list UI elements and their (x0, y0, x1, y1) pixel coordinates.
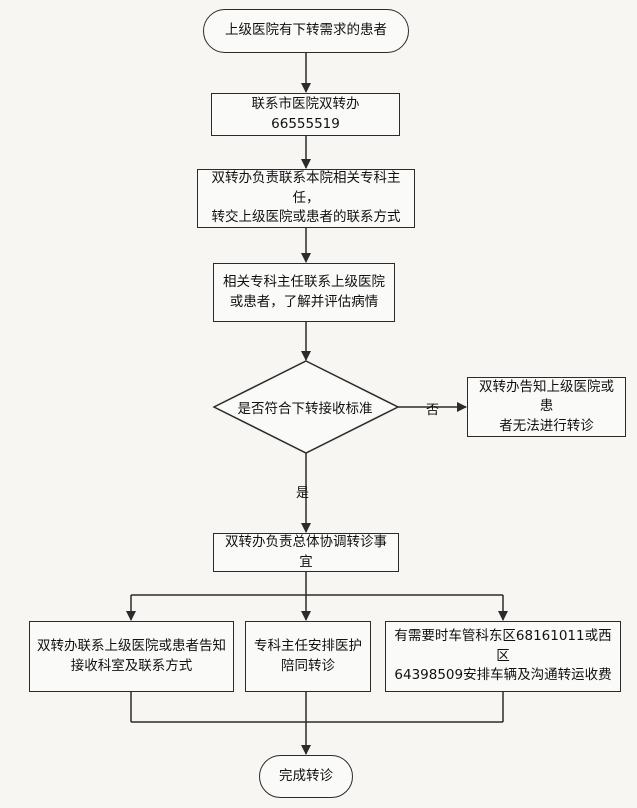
end-label: 完成转诊 (279, 767, 333, 784)
coordinate-label: 双转办负责总体协调转诊事宜 (225, 533, 387, 570)
no-edge-label: 否 (426, 403, 440, 418)
end-terminal: 完成转诊 (259, 755, 353, 798)
contact-office-label: 联系市医院双转办66555519 (251, 95, 360, 132)
branch-notify-box: 双转办联系上级医院或患者告知 接收科室及联系方式 (29, 621, 234, 692)
branch-escort-label: 专科主任安排医护 陪同转诊 (254, 637, 362, 674)
start-terminal: 上级医院有下转需求的患者 (203, 9, 409, 53)
decision-label: 是否符合下转接收标准 (237, 401, 373, 417)
branch-notify-label: 双转办联系上级医院或患者告知 接收科室及联系方式 (37, 637, 226, 674)
start-label: 上级医院有下转需求的患者 (225, 22, 387, 39)
yes-edge-label: 是 (296, 486, 310, 501)
contact-office-box: 联系市医院双转办66555519 (211, 93, 400, 136)
director-assess-box: 相关专科主任联系上级医院 或患者，了解并评估病情 (213, 263, 395, 322)
office-contact-director-label: 双转办负责联系本院相关专科主任， 转交上级医院或患者的联系方式 (211, 170, 401, 226)
reject-notice-label: 双转办告知上级医院或患 者无法进行转诊 (479, 378, 614, 434)
reject-notice-box: 双转办告知上级医院或患 者无法进行转诊 (467, 377, 626, 437)
director-assess-label: 相关专科主任联系上级医院 或患者，了解并评估病情 (223, 273, 385, 310)
coordinate-box: 双转办负责总体协调转诊事宜 (213, 533, 399, 572)
branch-vehicle-box: 有需要时车管科东区68161011或西区 64398509安排车辆及沟通转运收费 (385, 621, 621, 692)
branch-escort-box: 专科主任安排医护 陪同转诊 (245, 621, 371, 692)
office-contact-director-box: 双转办负责联系本院相关专科主任， 转交上级医院或患者的联系方式 (197, 169, 415, 228)
branch-vehicle-label: 有需要时车管科东区68161011或西区 64398509安排车辆及沟通转运收费 (394, 628, 612, 684)
